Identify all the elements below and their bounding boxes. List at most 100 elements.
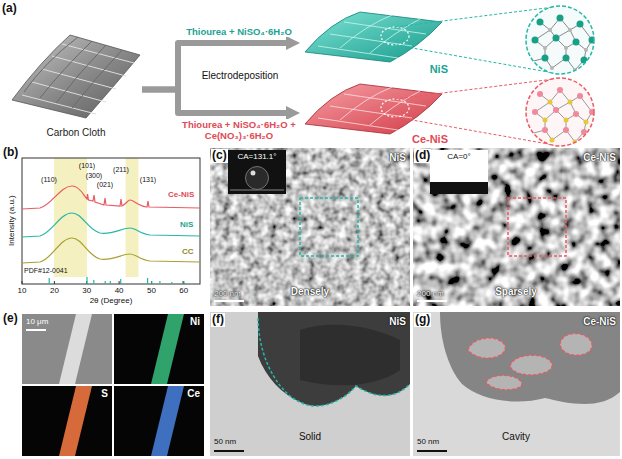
tem-image: [468, 334, 592, 390]
curve-label: Ce-NiS: [168, 190, 194, 199]
ce-nis-lattice: [581, 129, 587, 135]
tick-label: 20: [50, 286, 59, 295]
nis-lattice: [530, 18, 598, 70]
nis-lattice: [543, 28, 588, 72]
scale-label: 200 nm: [214, 289, 241, 298]
sem-image: [430, 150, 488, 194]
sample-label: Ce-NiS: [583, 152, 616, 164]
tick-label: 10: [18, 286, 27, 295]
eds-map: [26, 329, 46, 331]
eds-map: [59, 314, 92, 384]
ce-nis-lattice: [532, 87, 595, 135]
element-label: Ce: [187, 388, 200, 400]
eds-map: [22, 386, 112, 456]
nis-lattice: [542, 55, 549, 62]
tick-label: 40: [115, 286, 124, 295]
eds-map: [114, 386, 204, 456]
nis-lattice: [532, 15, 596, 64]
carbon-cloth: [12, 35, 140, 118]
tick-label: 60: [179, 286, 188, 295]
tem-image: [258, 312, 410, 406]
nis-cloth: [305, 12, 442, 62]
element-label: Ni: [190, 316, 200, 328]
scale-label: 50 nm: [417, 437, 439, 446]
eds-map: [59, 386, 92, 456]
annotation: Solid: [299, 431, 321, 443]
sem-image: [246, 167, 269, 190]
sem-image: [300, 198, 358, 256]
reagent-label: Thiourea + NiSO₄·6H₂O: [186, 26, 292, 37]
ce-nis-lattice: [553, 107, 559, 113]
sem-image: [417, 300, 447, 302]
ce-nis-lattice: [537, 91, 543, 97]
nis-lattice: [553, 35, 560, 42]
node-box: Carbon Cloth: [10, 28, 142, 140]
ce-nis-lattice: [543, 118, 548, 123]
xrd-plot: [22, 158, 200, 284]
ce-nis-lattice: [568, 100, 573, 105]
nis-cloth: [305, 12, 442, 62]
peak-label: (131): [140, 176, 156, 184]
sample-label: Ce-NiS: [583, 316, 616, 328]
tem-image: [258, 318, 410, 406]
eds-map: [22, 314, 204, 456]
panel-letter: (c): [211, 149, 228, 163]
ce-nis-lattice: [543, 100, 589, 145]
sample-label: NiS: [389, 152, 406, 164]
nis-cloth: [381, 27, 409, 45]
carbon-cloth: [24, 37, 122, 108]
tem-image: [210, 312, 410, 456]
ce-nis-lattice: [573, 111, 579, 117]
node-label: NiS: [430, 63, 448, 76]
tem-image: [300, 325, 400, 385]
xrd-plot: [49, 277, 183, 284]
ce-nis-lattice: [526, 78, 595, 146]
ce-nis-lattice: [564, 118, 569, 123]
eds-map: [151, 386, 184, 456]
eds-map: [22, 314, 112, 384]
sem-image: [228, 150, 286, 194]
scale-label: 50 nm: [214, 437, 236, 446]
peak-label: (101): [79, 162, 95, 170]
nis-lattice: [548, 28, 552, 32]
axis-label: Intensity (a.u.): [6, 196, 15, 247]
panel-letter: (a): [2, 2, 17, 16]
sem-image: [210, 148, 410, 306]
tem-image: [417, 450, 447, 452]
nis-lattice: [584, 48, 588, 52]
nis-lattice: [526, 6, 598, 74]
panel-letter: (g): [414, 313, 431, 327]
xrd-plot: [22, 186, 200, 209]
tem-image: [210, 312, 410, 456]
ce-nis-lattice: [550, 138, 555, 143]
ce-nis-lattice: [542, 127, 548, 133]
curve-label: CC: [182, 247, 194, 256]
sem-image: [251, 171, 256, 176]
nis-lattice: [581, 57, 588, 64]
sem-image: [214, 300, 244, 302]
tem-image: [510, 355, 552, 375]
peak-label: (300): [86, 172, 102, 180]
annotation: Cavity: [502, 431, 530, 443]
ce-nis-lattice: [584, 120, 589, 125]
tick-label: 30: [82, 286, 91, 295]
xrd-plot: [22, 213, 200, 237]
ce-nis-lattice: [526, 78, 594, 146]
xrd-plot: [22, 158, 200, 284]
ce-nis-cloth: [305, 84, 442, 134]
nis-lattice: [526, 6, 594, 74]
nis-lattice: [563, 55, 570, 62]
sem-image: [508, 198, 566, 256]
tem-image: [486, 375, 522, 389]
ce-nis-lattice: [526, 78, 594, 146]
curve-label: NiS: [180, 220, 193, 229]
xrd-plot: [54, 158, 87, 277]
reagent-label: Thiourea + NiSO₄·6H₂O + Ce(NO₃)₃·6H₂O: [175, 119, 303, 142]
nis-lattice: [530, 15, 598, 73]
annotation: Densely: [291, 286, 329, 298]
peak-label: (021): [97, 181, 113, 189]
tem-image: [560, 334, 592, 356]
